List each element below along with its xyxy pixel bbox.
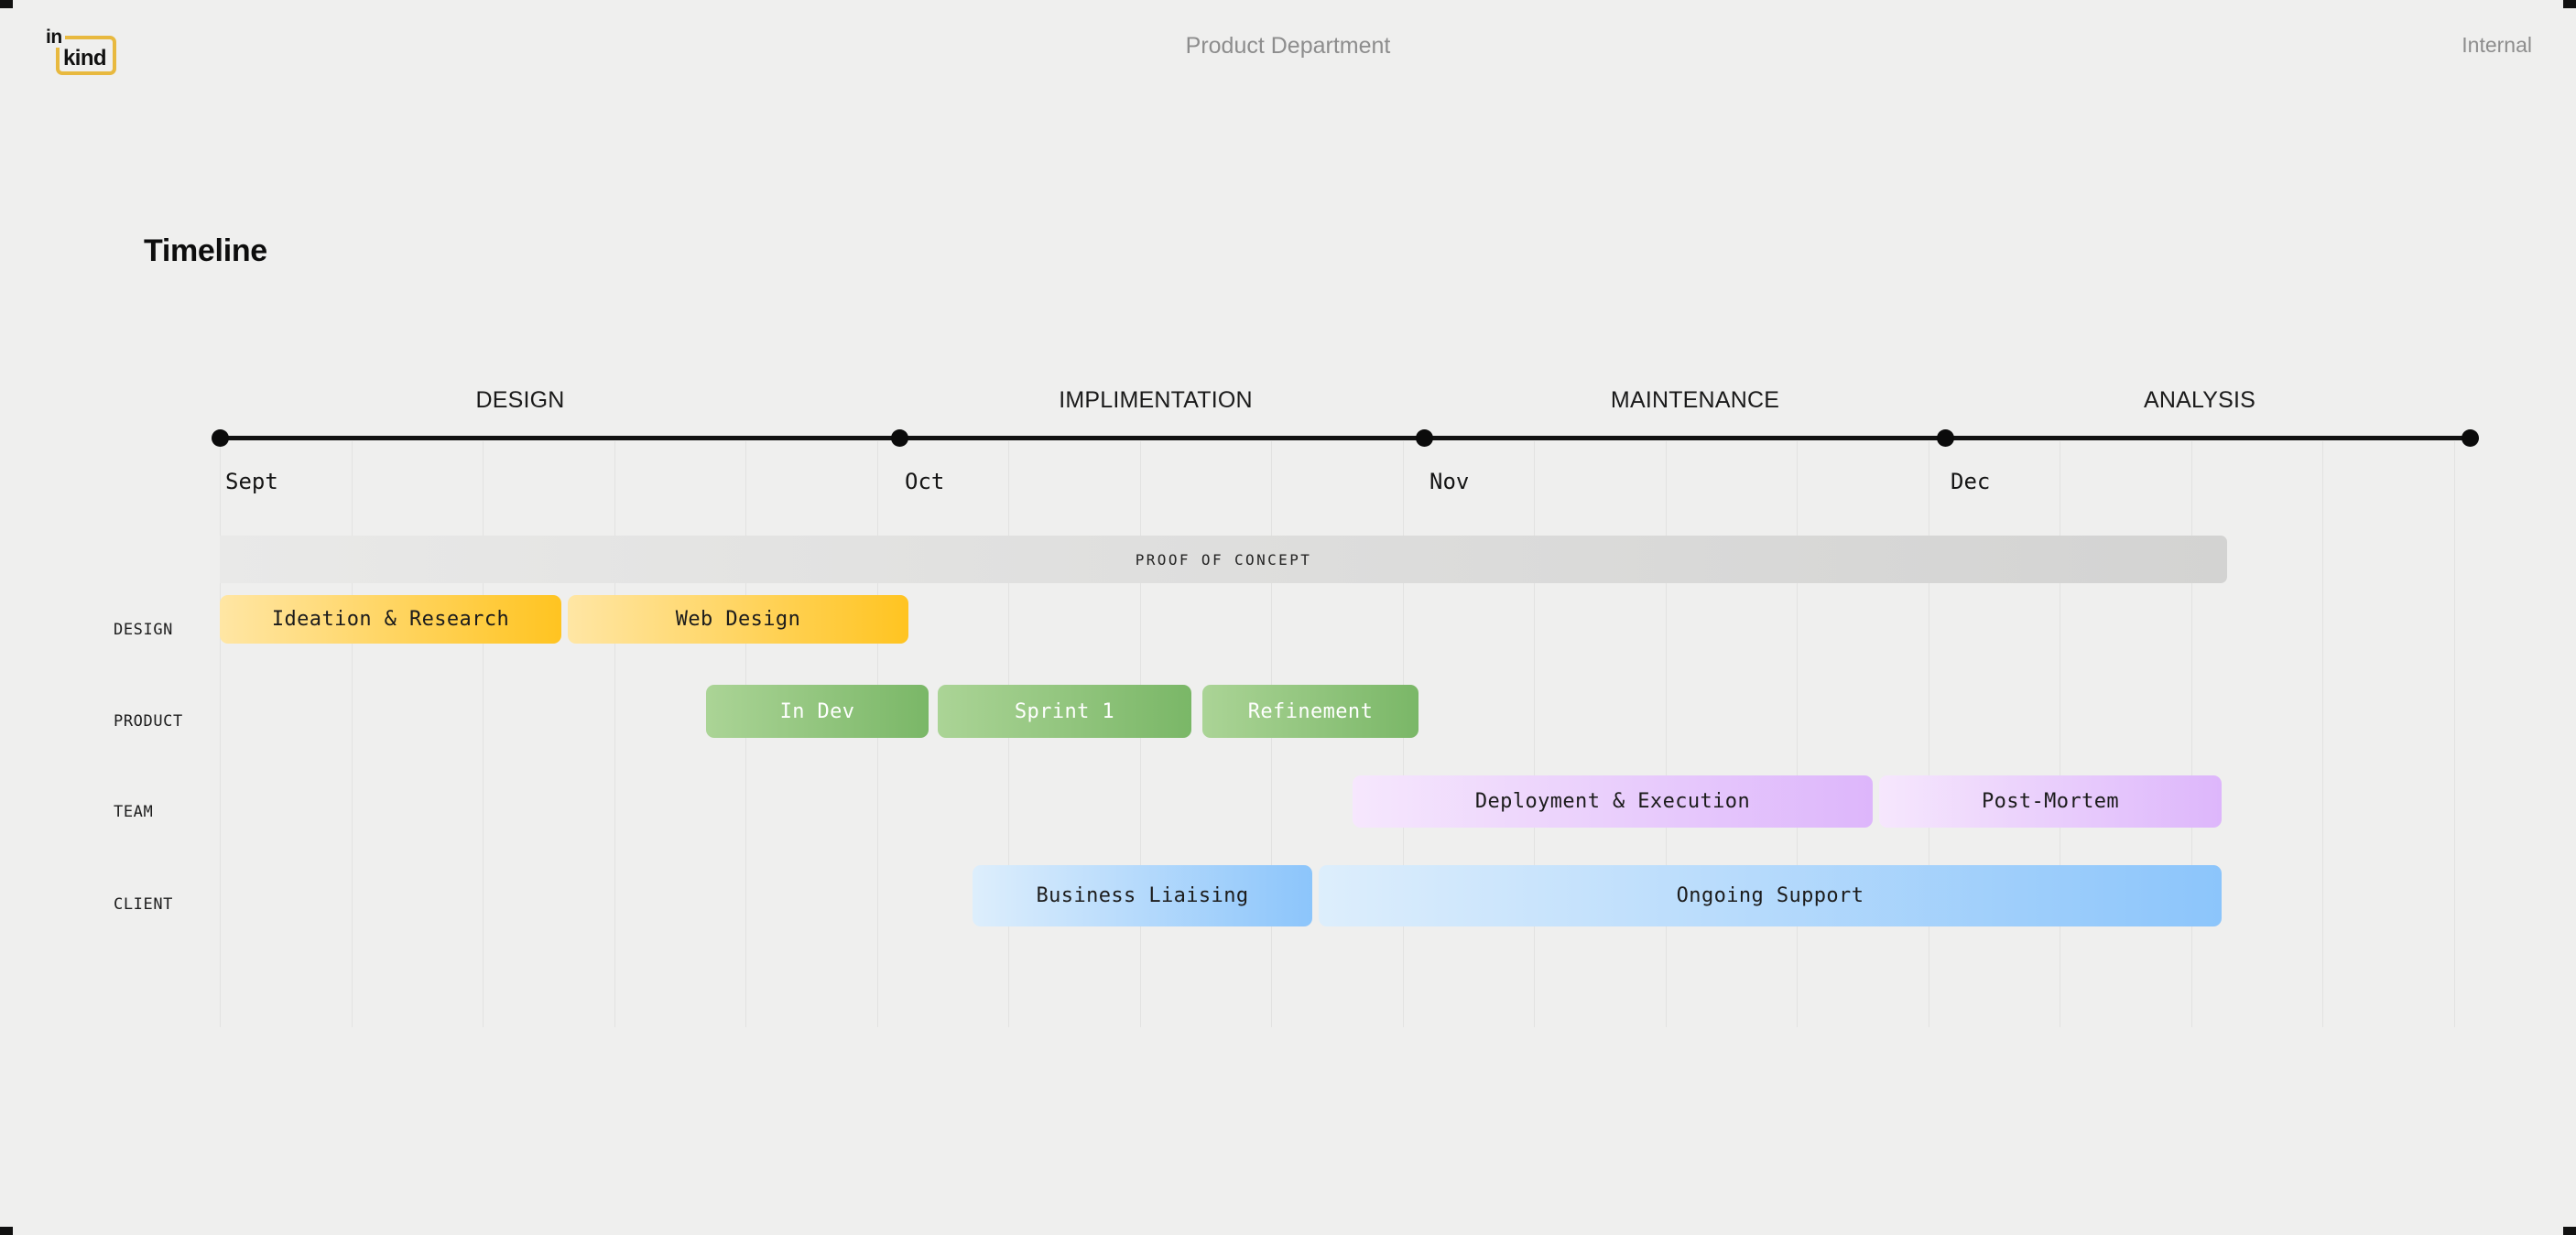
task-bar[interactable]: Post-Mortem xyxy=(1879,775,2222,828)
task-bar-label: Ongoing Support xyxy=(1676,884,1864,907)
task-bar[interactable]: Refinement xyxy=(1202,685,1418,738)
task-bar-label: Ideation & Research xyxy=(271,608,510,631)
axis-tick-dot xyxy=(212,429,229,447)
row-label-design: DESIGN xyxy=(114,621,174,639)
task-bar-label: Deployment & Execution xyxy=(1474,790,1751,813)
phase-label-implimentation: IMPLIMENTATION xyxy=(1059,387,1253,413)
timeline-axis-line xyxy=(220,436,2470,440)
row-label-team: TEAM xyxy=(114,803,154,821)
page-header: in kind Product Department Internal xyxy=(0,0,2576,105)
task-bar-label: Web Design xyxy=(675,608,801,631)
axis-tick-dot xyxy=(2462,429,2479,447)
corner-mark-bottom-right xyxy=(2563,1227,2576,1235)
row-label-product: PRODUCT xyxy=(114,712,183,731)
page-title: Timeline xyxy=(144,233,267,268)
inkind-logo: in kind xyxy=(43,27,118,75)
gridline xyxy=(2322,441,2323,1027)
corner-mark-top-right xyxy=(2563,0,2576,8)
corner-mark-top-left xyxy=(0,0,13,8)
task-bar[interactable]: Web Design xyxy=(568,595,908,644)
gridline xyxy=(220,441,221,1027)
phase-label-design: DESIGN xyxy=(475,387,565,413)
task-bar[interactable]: Deployment & Execution xyxy=(1353,775,1873,828)
logo-border xyxy=(56,36,116,75)
phase-label-maintenance: MAINTENANCE xyxy=(1610,387,1780,413)
phase-label-analysis: ANALYSIS xyxy=(2143,387,2256,413)
gridline xyxy=(2454,441,2455,1027)
gridline xyxy=(1666,441,1667,1027)
header-title: Product Department xyxy=(1185,33,1391,59)
month-label-oct: Oct xyxy=(905,469,945,494)
task-bar[interactable]: Ongoing Support xyxy=(1319,865,2222,926)
logo-text-kind: kind xyxy=(60,48,110,70)
axis-tick-dot xyxy=(1416,429,1433,447)
task-bar-label: Refinement xyxy=(1247,699,1374,723)
task-bar[interactable]: In Dev xyxy=(706,685,929,738)
axis-tick-dot xyxy=(1937,429,1954,447)
task-bar-label: In Dev xyxy=(779,699,855,723)
gridline xyxy=(1534,441,1535,1027)
logo-text-in: in xyxy=(43,27,65,48)
month-label-dec: Dec xyxy=(1951,469,1991,494)
task-bar[interactable]: Business Liaising xyxy=(973,865,1312,926)
proof-of-concept-band: PROOF OF CONCEPT xyxy=(220,536,2227,583)
gridline xyxy=(483,441,484,1027)
axis-tick-dot xyxy=(891,429,908,447)
gridline xyxy=(1797,441,1798,1027)
task-bar[interactable]: Ideation & Research xyxy=(220,595,561,644)
month-label-sept: Sept xyxy=(225,469,278,494)
task-bar-label: Post-Mortem xyxy=(1981,790,2120,813)
proof-of-concept-label: PROOF OF CONCEPT xyxy=(1135,550,1312,569)
gridline xyxy=(352,441,353,1027)
task-bar[interactable]: Sprint 1 xyxy=(938,685,1191,738)
month-label-nov: Nov xyxy=(1429,469,1470,494)
gridline xyxy=(2191,441,2192,1027)
task-bar-label: Sprint 1 xyxy=(1014,699,1115,723)
header-confidentiality-label: Internal xyxy=(2462,33,2532,57)
gridline xyxy=(614,441,615,1027)
row-label-client: CLIENT xyxy=(114,895,174,914)
task-bar-label: Business Liaising xyxy=(1036,884,1249,907)
corner-mark-bottom-left xyxy=(0,1227,13,1235)
